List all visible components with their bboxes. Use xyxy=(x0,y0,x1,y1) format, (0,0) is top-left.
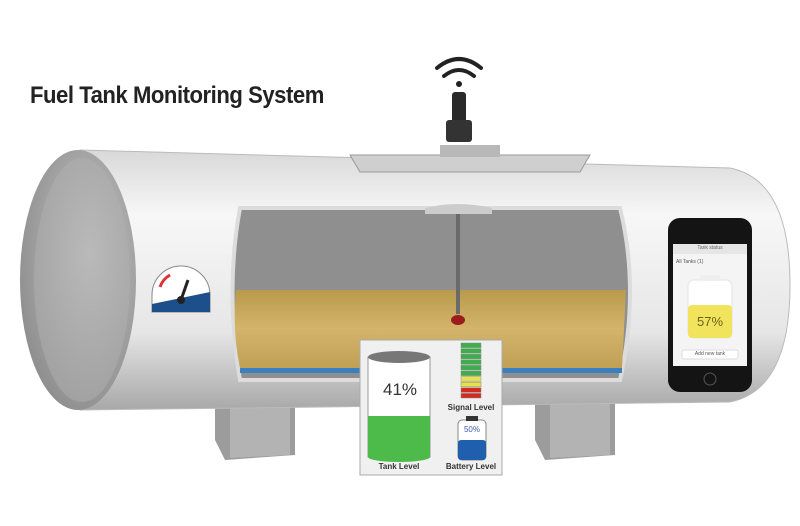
battery-gauge xyxy=(457,416,487,461)
signal-segment xyxy=(460,393,482,399)
signal-segment xyxy=(460,342,482,348)
phone-list-item[interactable]: All Tanks (1) xyxy=(676,259,704,265)
smartphone xyxy=(668,218,752,392)
signal-segment xyxy=(460,365,482,371)
sensor-mount xyxy=(349,57,591,173)
signal-segment xyxy=(460,381,482,388)
signal-level-bars xyxy=(460,342,482,399)
tank-level-label: Tank Level xyxy=(378,462,420,471)
wifi-icon xyxy=(435,57,483,87)
page-title: Fuel Tank Monitoring System xyxy=(30,82,324,109)
phone-header: Tank status xyxy=(697,245,723,251)
tank-level-value: 41% xyxy=(382,380,418,399)
fuel-level xyxy=(234,290,626,368)
phone-level-value: 57% xyxy=(696,314,724,329)
signal-segment xyxy=(460,376,482,382)
phone-add-button[interactable]: Add new tank xyxy=(694,351,726,357)
gauge-icon xyxy=(151,265,211,313)
tank-cutaway xyxy=(230,204,632,382)
signal-level-label: Signal Level xyxy=(447,403,495,412)
monitor-panel xyxy=(359,339,503,476)
battery-level-value: 50% xyxy=(463,425,480,434)
signal-segment xyxy=(460,387,482,393)
signal-segment xyxy=(460,348,482,354)
probe xyxy=(456,214,460,314)
signal-segment xyxy=(460,370,482,376)
battery-level-label: Battery Level xyxy=(445,462,497,471)
signal-segment xyxy=(460,359,482,365)
signal-segment xyxy=(460,353,482,360)
tank-level-gauge xyxy=(367,351,431,462)
